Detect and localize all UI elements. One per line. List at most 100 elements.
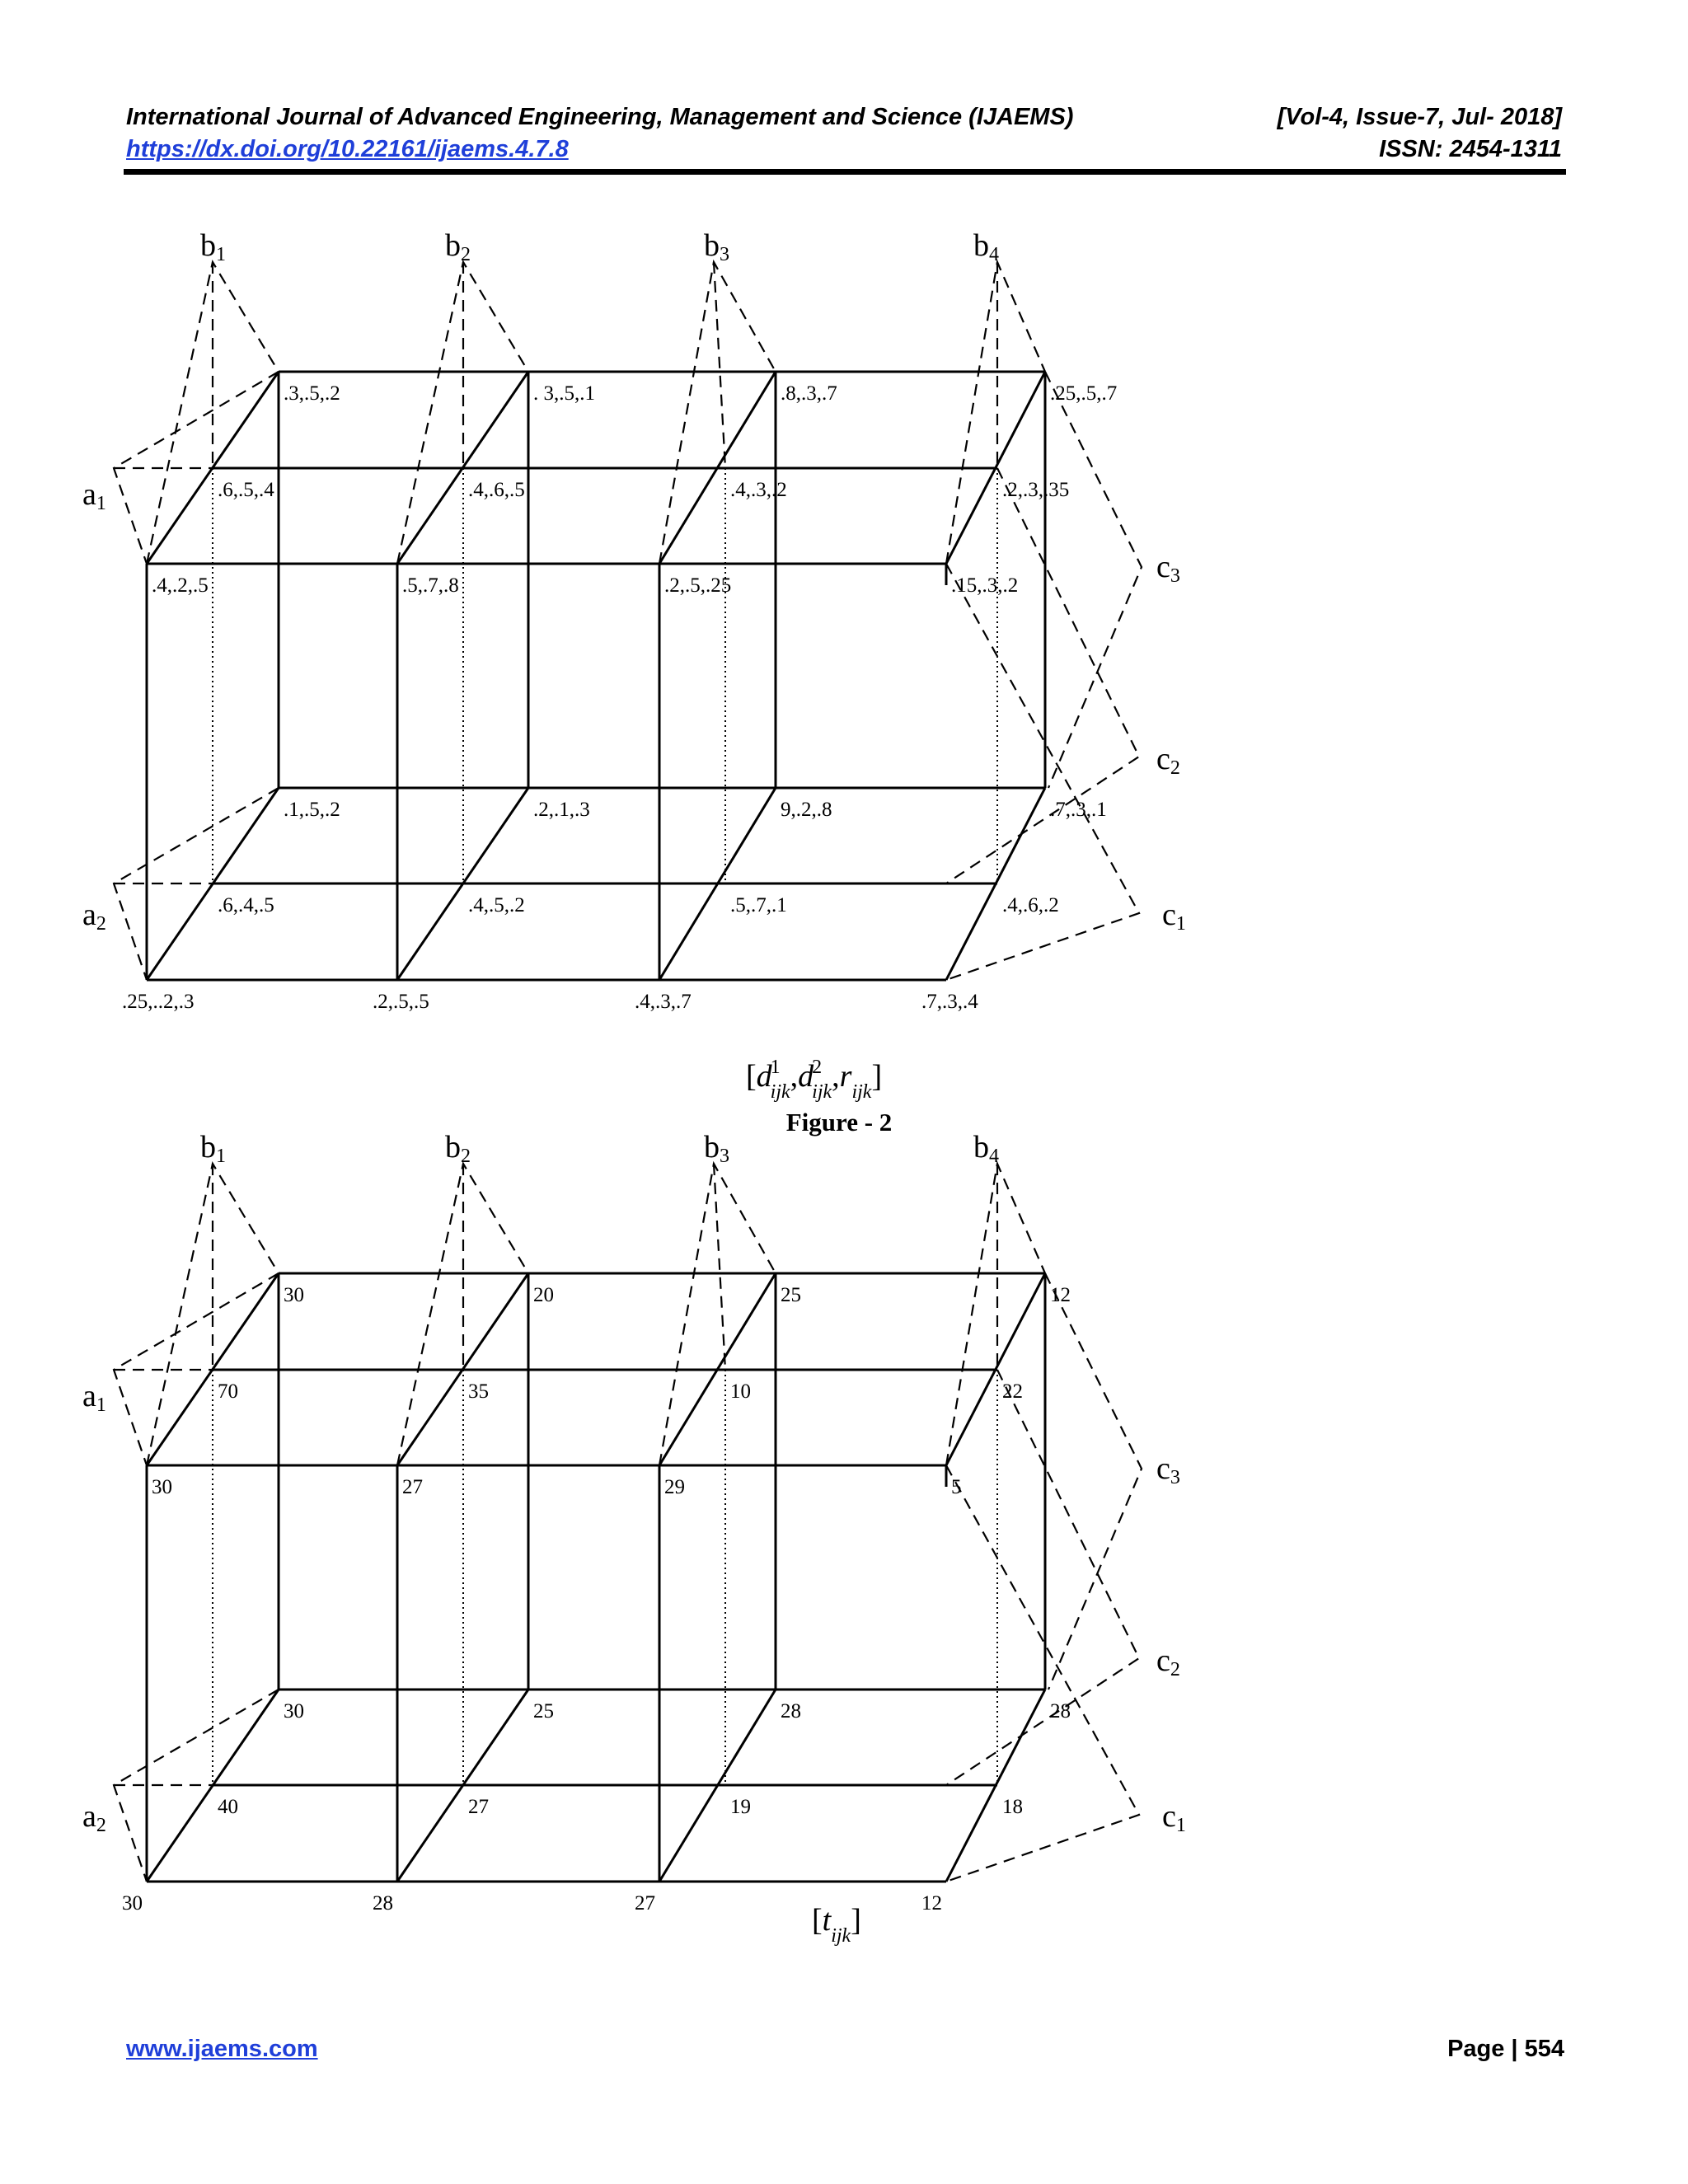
page-header-right: [Vol-4, Issue-7, Jul- 2018] ISSN: 2454-1… xyxy=(1278,101,1562,166)
b2-label: b2 xyxy=(445,1130,471,1167)
bottom-depth-edge xyxy=(658,787,777,981)
node-value: .4,.5,.2 xyxy=(468,894,525,916)
node-value: 25 xyxy=(781,1284,801,1306)
b-pyramid-dashed xyxy=(945,1160,1047,1466)
b4-label: b4 xyxy=(973,228,999,265)
c3-lines-dashed xyxy=(1044,1272,1143,1690)
b3-label: b3 xyxy=(704,1130,729,1167)
node-value: 18 xyxy=(1002,1796,1023,1818)
formula-t: [tijk] xyxy=(812,1903,861,1947)
b-pyramid-dashed xyxy=(712,261,727,469)
journal-title: International Journal of Advanced Engine… xyxy=(126,104,1074,130)
node-value: .5,.7,.8 xyxy=(402,574,459,597)
node-value: .25,.5,.7 xyxy=(1050,382,1117,405)
node-value: 30 xyxy=(122,1892,143,1915)
volume-info: [Vol-4, Issue-7, Jul- 2018] xyxy=(1277,104,1562,130)
node-value: .7,.3,.4 xyxy=(921,991,978,1013)
node-value: .6,.4,.5 xyxy=(218,894,274,916)
node-value: .25,..2,.3 xyxy=(122,991,195,1013)
b-pyramid-dashed xyxy=(658,1160,776,1466)
c1-label: c1 xyxy=(1162,1799,1186,1836)
c3-lines-dashed xyxy=(1044,371,1143,789)
node-value: 9,.2,.8 xyxy=(781,799,832,821)
node-value: .2,.5,.5 xyxy=(373,991,429,1013)
node-value: 70 xyxy=(218,1380,238,1403)
b1-label: b1 xyxy=(200,1130,226,1167)
node-value: 30 xyxy=(284,1700,304,1722)
node-value: 12 xyxy=(921,1892,942,1915)
node-value: 28 xyxy=(781,1700,801,1722)
node-value: 20 xyxy=(533,1284,554,1306)
top-depth-edge xyxy=(945,371,1047,565)
node-value: 29 xyxy=(664,1476,685,1498)
bottom-depth-edge xyxy=(396,1689,530,1882)
node-value: .15,.3,.2 xyxy=(951,574,1018,597)
c2-lines-dashed xyxy=(945,1369,1141,1786)
node-value: 10 xyxy=(730,1380,751,1403)
page-header-left: International Journal of Advanced Engine… xyxy=(126,101,1073,166)
c3-label: c3 xyxy=(1156,1451,1180,1488)
b3-label: b3 xyxy=(704,228,729,265)
node-value: .4,.6,.2 xyxy=(1002,894,1059,916)
a1-label: a1 xyxy=(82,1379,106,1416)
top-depth-edge xyxy=(396,1272,530,1466)
node-value: .8,.3,.7 xyxy=(781,382,837,405)
figure-caption: Figure - 2 xyxy=(786,1108,893,1137)
top-depth-edge xyxy=(396,371,530,565)
node-value: .6,.5,.4 xyxy=(218,479,274,501)
diagram-bottom: b1 b2 b3 b4 a1 a2 c3 c2 c1 30 20 25 12 70 35 10 22 30 27 29… xyxy=(82,1130,1186,1915)
bottom-depth-edge xyxy=(945,1689,1047,1882)
b1-label: b1 xyxy=(200,228,226,265)
doi-link[interactable]: https://dx.doi.org/10.22161/ijaems.4.7.8 xyxy=(126,136,569,162)
c1-lines-dashed xyxy=(945,1465,1141,1883)
b-pyramid-dashed xyxy=(658,259,776,565)
b-pyramid-dashed xyxy=(945,259,1047,565)
a2-label: a2 xyxy=(82,898,106,935)
c1-lines-dashed xyxy=(945,563,1141,982)
node-value: 35 xyxy=(468,1380,489,1403)
node-value: .7,.3,.1 xyxy=(1050,799,1107,821)
node-value: 12 xyxy=(1050,1284,1071,1306)
b4-label: b4 xyxy=(973,1130,999,1167)
node-value: 28 xyxy=(373,1892,393,1915)
a2-label: a2 xyxy=(82,1799,106,1836)
node-value: 5 xyxy=(951,1476,962,1498)
b2-label: b2 xyxy=(445,228,471,265)
website-link[interactable]: www.ijaems.com xyxy=(126,2036,318,2062)
node-value: 30 xyxy=(152,1476,172,1498)
bottom-depth-edge xyxy=(658,1689,777,1882)
c3-label: c3 xyxy=(1156,550,1180,587)
top-depth-edge xyxy=(658,371,777,565)
a1-label: a1 xyxy=(82,477,106,514)
c1-label: c1 xyxy=(1162,898,1186,935)
node-value: . 3,.5,.1 xyxy=(533,382,595,405)
node-value: .1,.5,.2 xyxy=(284,799,340,821)
node-value: .2,.1,.3 xyxy=(533,799,590,821)
node-value: .3,.5,.2 xyxy=(284,382,340,405)
header-rule xyxy=(124,169,1566,175)
top-depth-edge xyxy=(945,1272,1047,1466)
page-number: Page | 554 xyxy=(1447,2036,1564,2062)
diagram-top: b1 b2 b3 b4 a1 a2 c3 c2 c1 .3,.5,.2 . 3,.5,.1 .8,.3… xyxy=(82,228,1186,1013)
node-value: .2,.5,.25 xyxy=(664,574,731,597)
node-value: .4,.3,.7 xyxy=(635,991,692,1013)
node-value: 22 xyxy=(1002,1380,1023,1403)
node-value: 28 xyxy=(1050,1700,1071,1722)
node-value: 27 xyxy=(468,1796,489,1818)
node-value: .4,.3,.2 xyxy=(730,479,787,501)
c2-label: c2 xyxy=(1156,1643,1180,1680)
node-value: 27 xyxy=(402,1476,423,1498)
node-value: 25 xyxy=(533,1700,554,1722)
node-value: 27 xyxy=(635,1892,655,1915)
c2-lines-dashed xyxy=(945,467,1141,884)
node-value: 19 xyxy=(730,1796,751,1818)
bottom-depth-edge xyxy=(396,787,530,981)
bottom-depth-edge xyxy=(945,787,1047,981)
node-value: .4,.6,.5 xyxy=(468,479,525,501)
node-value: .4,.2,.5 xyxy=(152,574,209,597)
issn: ISSN: 2454-1311 xyxy=(1379,136,1562,162)
node-value: 40 xyxy=(218,1796,238,1818)
c2-label: c2 xyxy=(1156,742,1180,779)
